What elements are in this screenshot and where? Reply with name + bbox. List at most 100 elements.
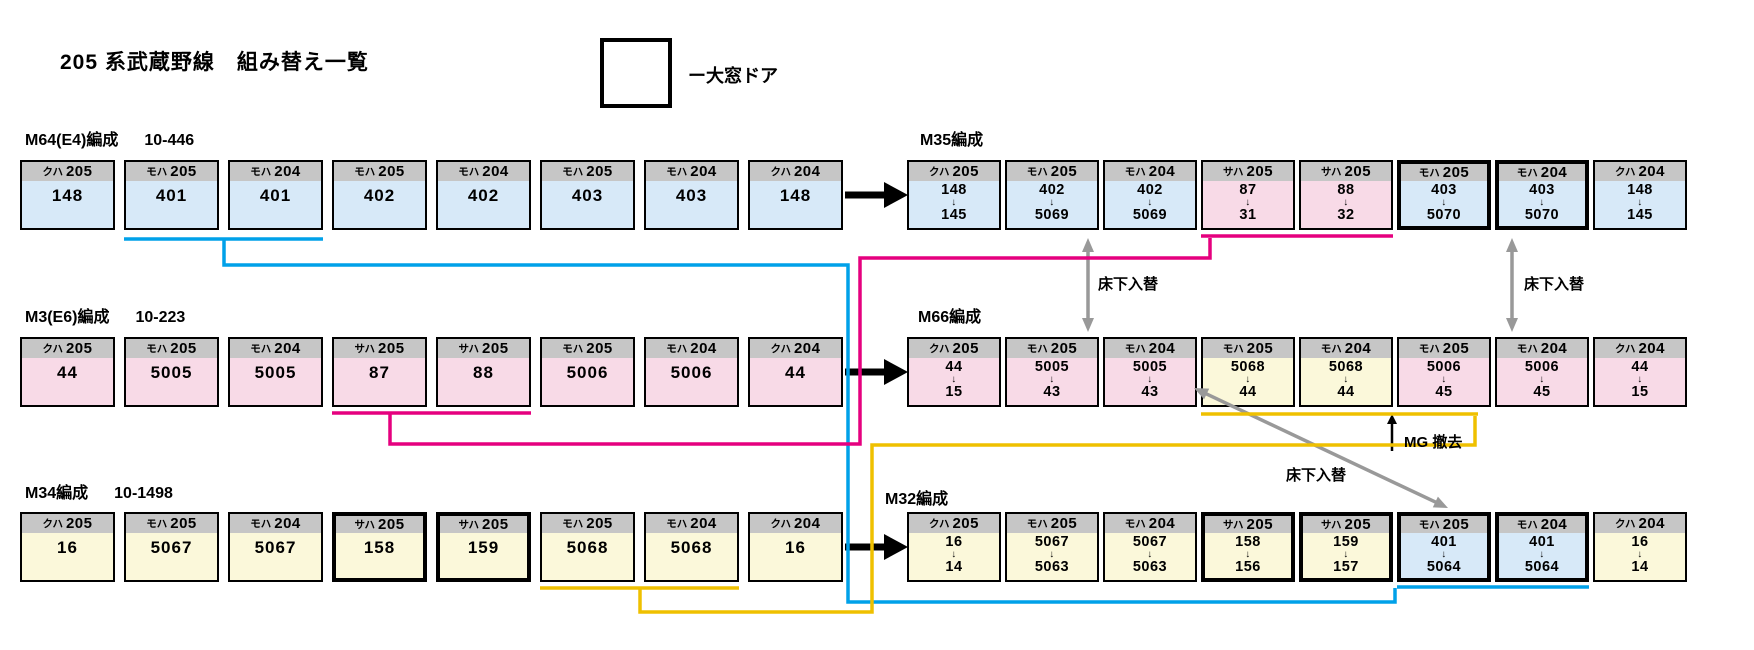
car-number-after: 14 bbox=[945, 559, 963, 575]
renumber-arrow-icon: ↓ bbox=[951, 197, 957, 208]
car-type-kana: クハ bbox=[42, 166, 63, 178]
underfloor-swap-label-2: 床下入替 bbox=[1524, 276, 1585, 293]
car-series: 204 bbox=[1638, 163, 1665, 180]
car-series: 205 bbox=[952, 340, 979, 357]
car-type-kana: クハ bbox=[928, 343, 950, 355]
car-type-kana: モハ bbox=[1516, 519, 1538, 531]
car-series: 204 bbox=[690, 340, 717, 357]
underfloor-swap-label-1: 床下入替 bbox=[1098, 276, 1159, 293]
car-type-kana: サハ bbox=[1222, 166, 1244, 178]
renumber-arrow-icon: ↓ bbox=[1539, 197, 1545, 208]
car-series: 205 bbox=[1050, 340, 1078, 357]
car-number-before: 402 bbox=[1039, 182, 1065, 198]
car-type-kana: モハ bbox=[666, 166, 688, 178]
formation-name: M3(E6)編成 bbox=[25, 309, 110, 326]
car-number-before: 87 bbox=[1239, 182, 1257, 198]
renumber-arrow-icon: ↓ bbox=[1441, 197, 1447, 208]
car-number-after: 157 bbox=[1333, 559, 1359, 575]
car-series: 205 bbox=[482, 340, 509, 357]
car-number-after: 5069 bbox=[1132, 207, 1168, 223]
formation-number-note: 10-1498 bbox=[114, 485, 173, 502]
car-number-after: 145 bbox=[1627, 207, 1653, 223]
car-series: 204 bbox=[1540, 164, 1568, 181]
car-number-before: 159 bbox=[1333, 534, 1359, 550]
car-number-after: 45 bbox=[1435, 384, 1453, 400]
car-type-kana: モハ bbox=[1222, 343, 1244, 355]
car-series: 204 bbox=[1344, 340, 1372, 357]
car-type-kana: モハ bbox=[1026, 343, 1048, 355]
formation-transform-arrow bbox=[845, 182, 908, 208]
car-type-kana: モハ bbox=[146, 343, 168, 355]
page-title: 205 系武蔵野線 組み替え一覧 bbox=[60, 51, 369, 74]
car-type-kana: クハ bbox=[770, 343, 791, 355]
car-number-after: 5070 bbox=[1426, 207, 1462, 223]
car-type-kana: モハ bbox=[250, 518, 272, 530]
car-number: 5067 bbox=[254, 538, 297, 557]
car-type-kana: クハ bbox=[770, 166, 791, 178]
car-number-after: 5063 bbox=[1034, 559, 1070, 575]
car-series: 204 bbox=[1148, 163, 1176, 180]
car-number-before: 44 bbox=[1631, 359, 1649, 375]
car-number: 403 bbox=[571, 186, 604, 205]
car-type-kana: クハ bbox=[1614, 518, 1636, 530]
car-number: 403 bbox=[675, 186, 708, 205]
car-series: 204 bbox=[1540, 340, 1568, 357]
car-type-kana: サハ bbox=[1320, 519, 1342, 531]
formation-name: M66編成 bbox=[918, 309, 982, 326]
car-type-kana: モハ bbox=[1418, 343, 1440, 355]
car-number-after: 5069 bbox=[1034, 207, 1070, 223]
car-type-kana: モハ bbox=[250, 166, 272, 178]
car-type-kana: クハ bbox=[770, 518, 791, 530]
car-type-kana: サハ bbox=[1222, 519, 1244, 531]
car-series: 205 bbox=[65, 340, 93, 357]
car-type-kana: モハ bbox=[1124, 343, 1146, 355]
car-series: 204 bbox=[274, 340, 301, 357]
car-type-kana: モハ bbox=[666, 518, 688, 530]
car-series: 204 bbox=[482, 163, 509, 180]
car-number-after: 43 bbox=[1141, 384, 1159, 400]
car-number-after: 14 bbox=[1631, 559, 1649, 575]
car-series: 205 bbox=[1246, 163, 1274, 180]
formation-name: M32編成 bbox=[885, 491, 949, 508]
car-series: 204 bbox=[274, 163, 301, 180]
underfloor-swap-arrow-1 bbox=[1082, 238, 1094, 332]
car-number-after: 156 bbox=[1235, 559, 1261, 575]
formation-name: M64(E4)編成 bbox=[25, 132, 119, 149]
